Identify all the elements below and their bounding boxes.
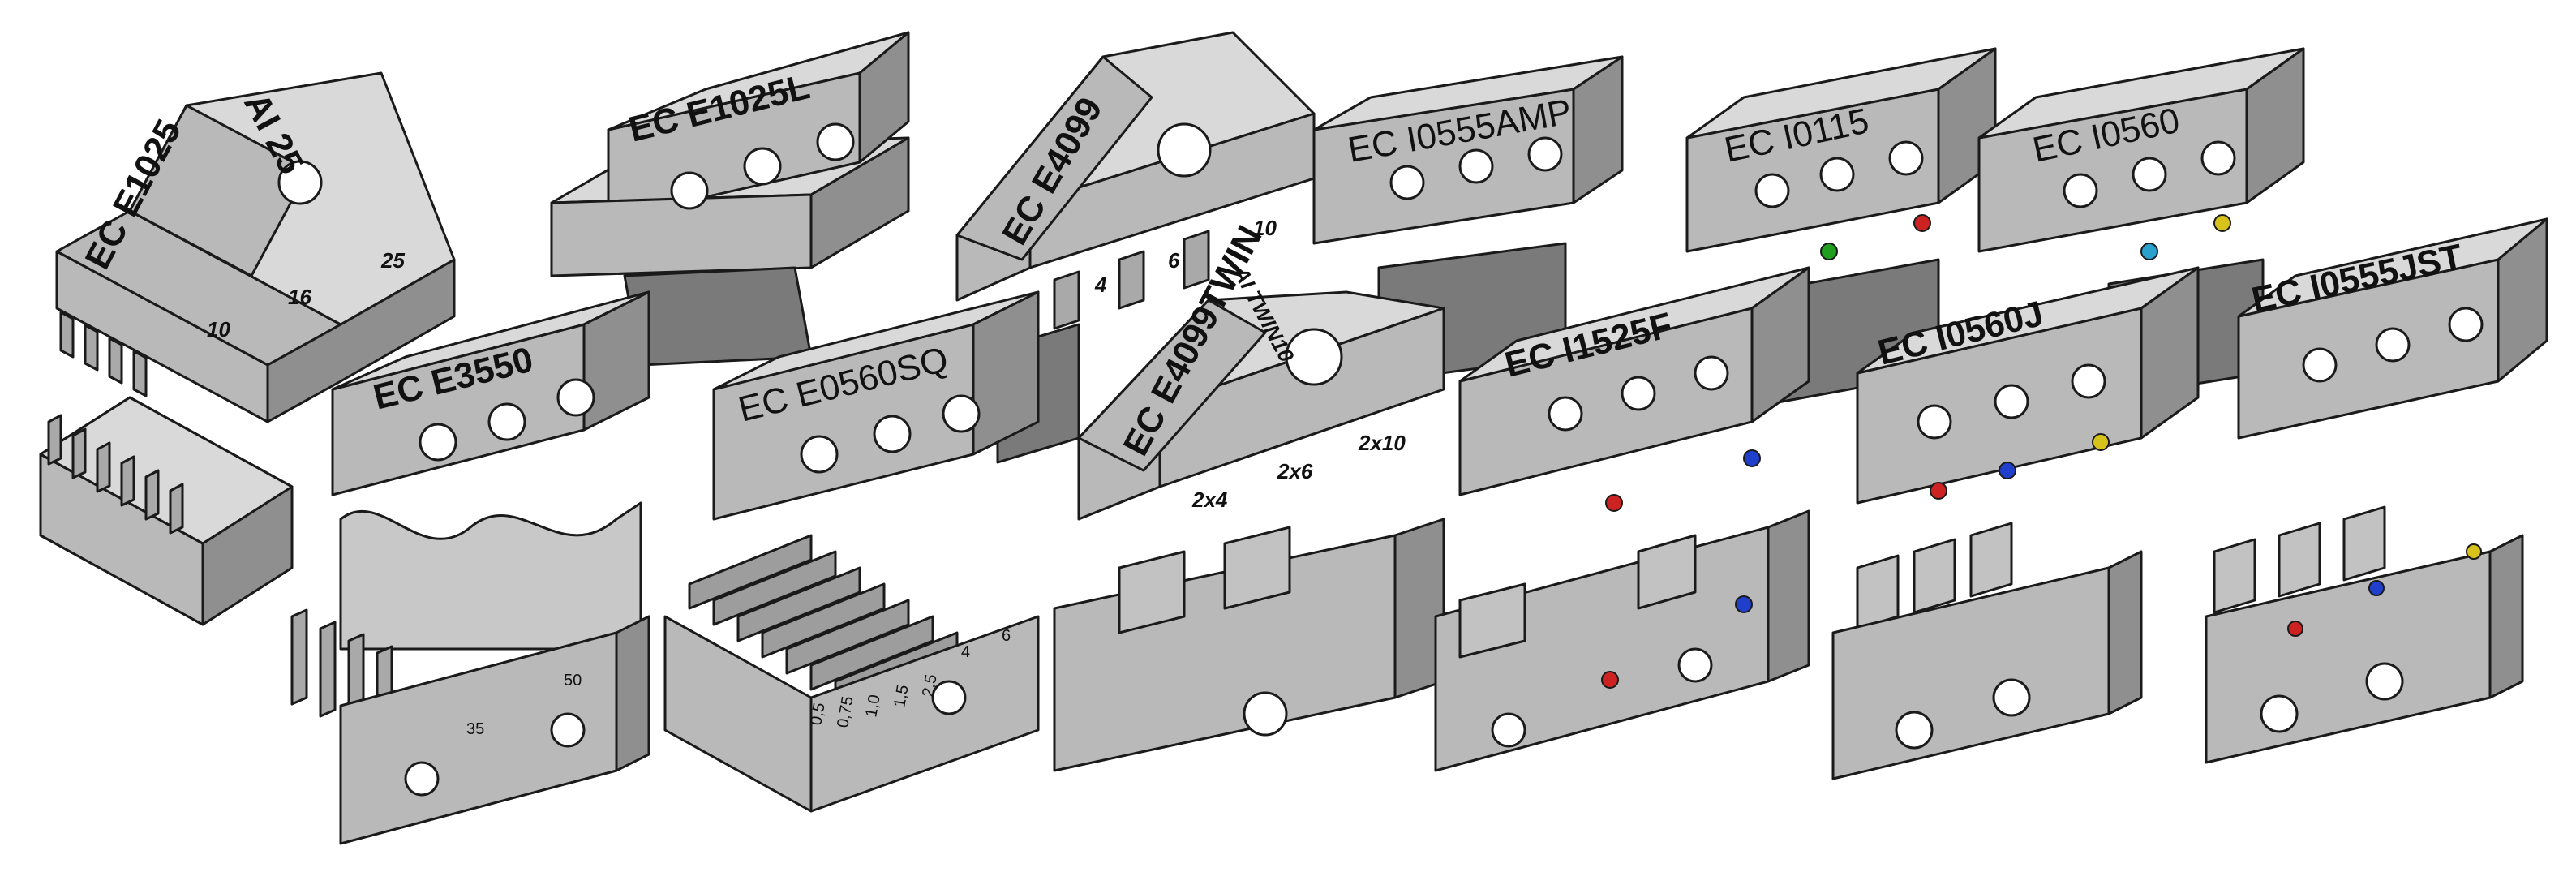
- die-ece1025: EC E1025 AI 25 10 16 25: [39, 71, 456, 626]
- size-label: 0,5: [807, 702, 828, 727]
- die-eci0555jst: EC I0555JST: [2205, 217, 2548, 764]
- size-label: 4: [1094, 273, 1107, 297]
- size-label: 2,5: [919, 673, 940, 698]
- color-dot: [1820, 243, 1838, 260]
- color-dot: [1605, 494, 1623, 512]
- color-dot: [2092, 433, 2110, 451]
- die-ece4099: EC E4099 4 6 10: [955, 31, 1316, 464]
- color-dot: [2140, 243, 2158, 260]
- color-dot: [2213, 214, 2231, 232]
- size-label: 10: [1253, 216, 1277, 240]
- size-label: 25: [380, 248, 405, 273]
- size-label: 6: [1002, 627, 1011, 645]
- die-ece1025l: EC E1025L: [550, 31, 910, 367]
- size-label: 50: [564, 672, 582, 690]
- size-label: 2x10: [1358, 431, 1406, 455]
- size-label: 1,0: [862, 694, 883, 719]
- color-dot: [1601, 671, 1619, 689]
- color-dot: [1735, 595, 1753, 613]
- color-dot: [2368, 580, 2385, 596]
- size-label: 10: [207, 317, 230, 342]
- color-dot: [2287, 621, 2303, 637]
- size-label: 6: [1168, 248, 1180, 273]
- die-ece4099twin: EC E4099TWIN AI TWIN10 2x4 2x6 2x10: [1053, 219, 1445, 772]
- size-label: 4: [961, 643, 970, 661]
- die-eci1525f: EC I1525F: [1434, 266, 1810, 772]
- size-label: 2x6: [1277, 459, 1313, 483]
- color-dot: [1930, 482, 1947, 500]
- size-label: 1,5: [891, 684, 912, 709]
- size-label: 35: [466, 720, 484, 738]
- color-dot: [2466, 543, 2482, 560]
- size-label: 2x4: [1191, 488, 1228, 512]
- color-dot: [1743, 449, 1761, 467]
- color-dot: [1913, 214, 1931, 232]
- die-ece3550: EC E3550 35 50: [290, 290, 650, 845]
- color-dot: [1999, 462, 2016, 479]
- die-eci0560j: EC I0560J: [1831, 266, 2200, 780]
- size-label: 16: [288, 285, 311, 309]
- die-ece0560sq: EC E0560SQ 0,5 0,75 1,0 1,5 2,5 4 6: [663, 290, 1040, 813]
